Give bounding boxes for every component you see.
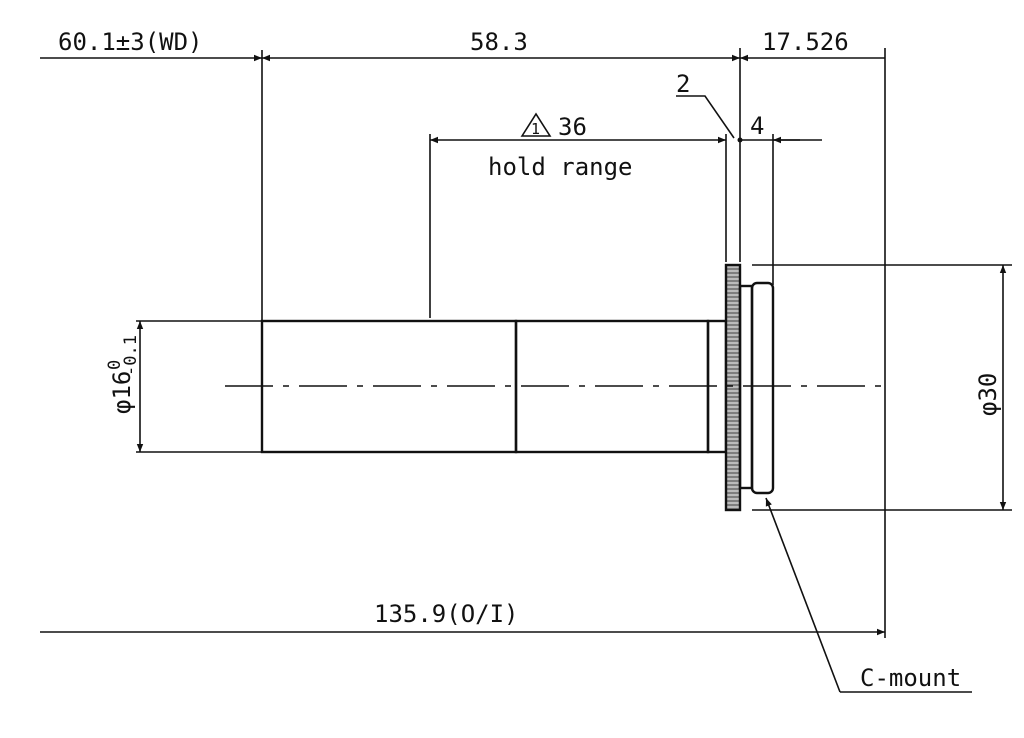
tolerance-upper: 0 bbox=[105, 360, 125, 370]
wd-label: 60.1±3(WD) bbox=[58, 28, 203, 56]
tolerance-lower: -0.1 bbox=[121, 335, 141, 376]
diameter-16-label: φ16 bbox=[108, 371, 136, 414]
total-length-dimension: 135.9(O/I) bbox=[40, 600, 885, 636]
dim-2-label: 2 bbox=[676, 70, 690, 98]
flange-back-label: 17.526 bbox=[762, 28, 849, 56]
total-length-label: 135.9(O/I) bbox=[374, 600, 519, 628]
c-mount-thread bbox=[750, 281, 775, 495]
hold-range-dimension: 1 36 hold range bbox=[429, 112, 727, 318]
hold-range-value: 36 bbox=[558, 113, 587, 141]
c-mount-label: C-mount bbox=[860, 664, 961, 692]
diameter-30-dimension: φ30 bbox=[752, 264, 1012, 511]
revision-triangle-icon bbox=[520, 112, 552, 137]
dim-4-label: 4 bbox=[750, 112, 764, 140]
knurled-ring bbox=[724, 263, 742, 512]
diameter-30-label: φ30 bbox=[974, 373, 1002, 416]
small-dimensions: 2 4 bbox=[676, 70, 822, 285]
revision-note: 1 bbox=[531, 120, 540, 138]
hold-range-label: hold range bbox=[488, 153, 633, 181]
lens-body bbox=[225, 263, 885, 512]
diameter-16-dimension: φ16 0 -0.1 bbox=[105, 320, 262, 453]
length-58-label: 58.3 bbox=[470, 28, 528, 56]
top-dimension: 60.1±3(WD) 58.3 17.526 bbox=[40, 28, 886, 638]
c-mount-callout: C-mount bbox=[765, 497, 972, 693]
